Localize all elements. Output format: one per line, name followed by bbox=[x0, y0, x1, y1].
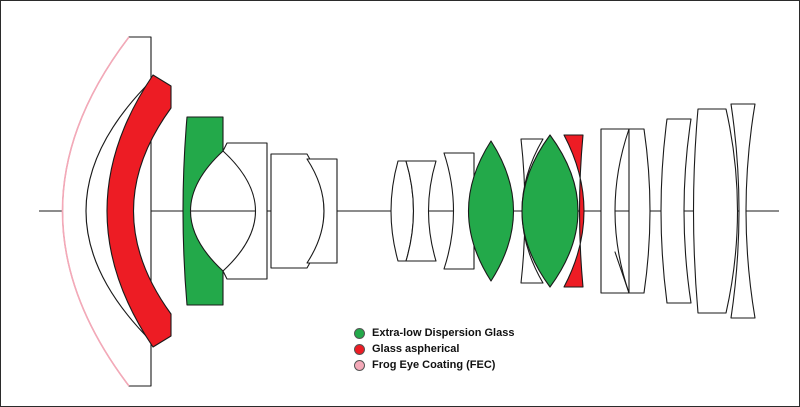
lens-element-10-ed bbox=[468, 140, 514, 282]
lens-element-3-ed bbox=[182, 116, 224, 306]
fec-coating-arc bbox=[61, 36, 130, 387]
legend: Extra-low Dispersion Glass Glass aspheri… bbox=[354, 325, 514, 373]
legend-item-fec: Frog Eye Coating (FEC) bbox=[354, 357, 514, 373]
lens-element-15 bbox=[614, 128, 651, 294]
legend-item-ed: Extra-low Dispersion Glass bbox=[354, 325, 514, 341]
lens-element-4 bbox=[222, 142, 268, 280]
lens-element-6 bbox=[306, 158, 338, 264]
lens-element-12-ed bbox=[521, 134, 579, 288]
lens-element-13-aspherical bbox=[563, 134, 585, 288]
lens-element-9 bbox=[443, 152, 475, 270]
lens-element-16 bbox=[660, 118, 692, 304]
ed-glass-swatch-icon bbox=[354, 327, 365, 339]
legend-fec-label: Frog Eye Coating (FEC) bbox=[372, 359, 496, 371]
aspherical-swatch-icon bbox=[354, 343, 365, 355]
legend-ed-label: Extra-low Dispersion Glass bbox=[372, 327, 515, 339]
lens-element-1-inner-surface bbox=[85, 80, 152, 342]
lens-element-2-aspherical bbox=[106, 74, 172, 348]
fec-swatch-icon bbox=[354, 359, 365, 371]
legend-item-aspherical: Glass aspherical bbox=[354, 341, 514, 357]
lens-element-18 bbox=[730, 103, 756, 319]
lens-element-8 bbox=[405, 160, 437, 262]
legend-aspherical-label: Glass aspherical bbox=[372, 343, 460, 355]
lens-element-17 bbox=[692, 108, 738, 314]
